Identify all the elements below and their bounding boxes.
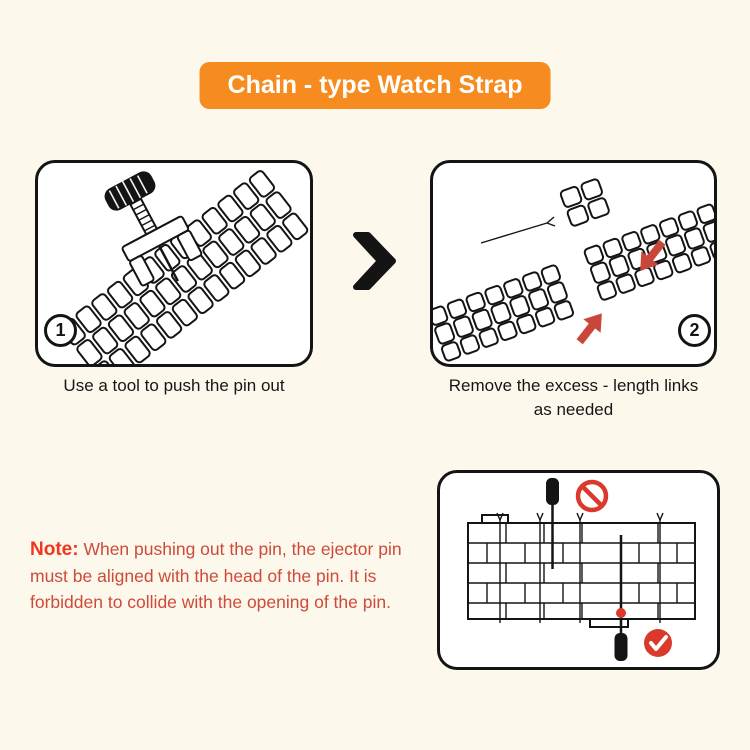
step2-illustration	[433, 177, 714, 363]
threaded-rod	[128, 197, 159, 236]
ejector-pin	[158, 245, 179, 282]
knurled-knob-icon	[104, 171, 156, 211]
pin-alignment-diagram	[467, 478, 696, 661]
pin-alignment-panel	[437, 470, 720, 670]
check-circle-icon	[644, 629, 672, 657]
note-body: When pushing out the pin, the ejector pi…	[30, 539, 402, 612]
link-assembly	[467, 512, 696, 628]
step2-caption: Remove the excess - length links as need…	[425, 374, 722, 422]
step1-number-badge: 1	[44, 314, 77, 347]
step1-number: 1	[55, 320, 66, 340]
step2-panel	[430, 160, 717, 367]
ejector-pin-bottom	[614, 535, 628, 661]
step2-caption-line2: as needed	[533, 400, 614, 419]
step1-caption: Use a tool to push the pin out	[35, 374, 313, 398]
step1-caption-line1: Use a tool to push the pin out	[63, 376, 285, 395]
pin-removal-tool	[104, 171, 203, 287]
brick-separators	[486, 523, 678, 619]
prohibition-icon	[575, 479, 609, 513]
step2-number: 2	[689, 320, 700, 340]
spring-pin	[480, 216, 556, 244]
step2-caption-line1: Remove the excess - length links	[448, 376, 699, 395]
ejector-pin-top	[546, 478, 559, 569]
red-arrow-icon	[571, 306, 611, 349]
chevron-right-icon	[353, 232, 396, 290]
alignment-dot	[616, 608, 626, 618]
title-banner: Chain - type Watch Strap	[199, 62, 551, 109]
watch-strap	[58, 168, 310, 364]
note-label: Note:	[30, 539, 79, 560]
note-text-block: Note: When pushing out the pin, the ejec…	[30, 536, 436, 615]
clamp-frame	[121, 215, 203, 287]
step2-number-badge: 2	[678, 314, 711, 347]
removed-links-piece	[558, 177, 611, 228]
step1-illustration	[58, 168, 310, 364]
strap-segment-left	[433, 263, 576, 363]
strap-segment-right	[582, 202, 714, 302]
link-pins	[496, 512, 664, 623]
step1-panel	[35, 160, 313, 367]
